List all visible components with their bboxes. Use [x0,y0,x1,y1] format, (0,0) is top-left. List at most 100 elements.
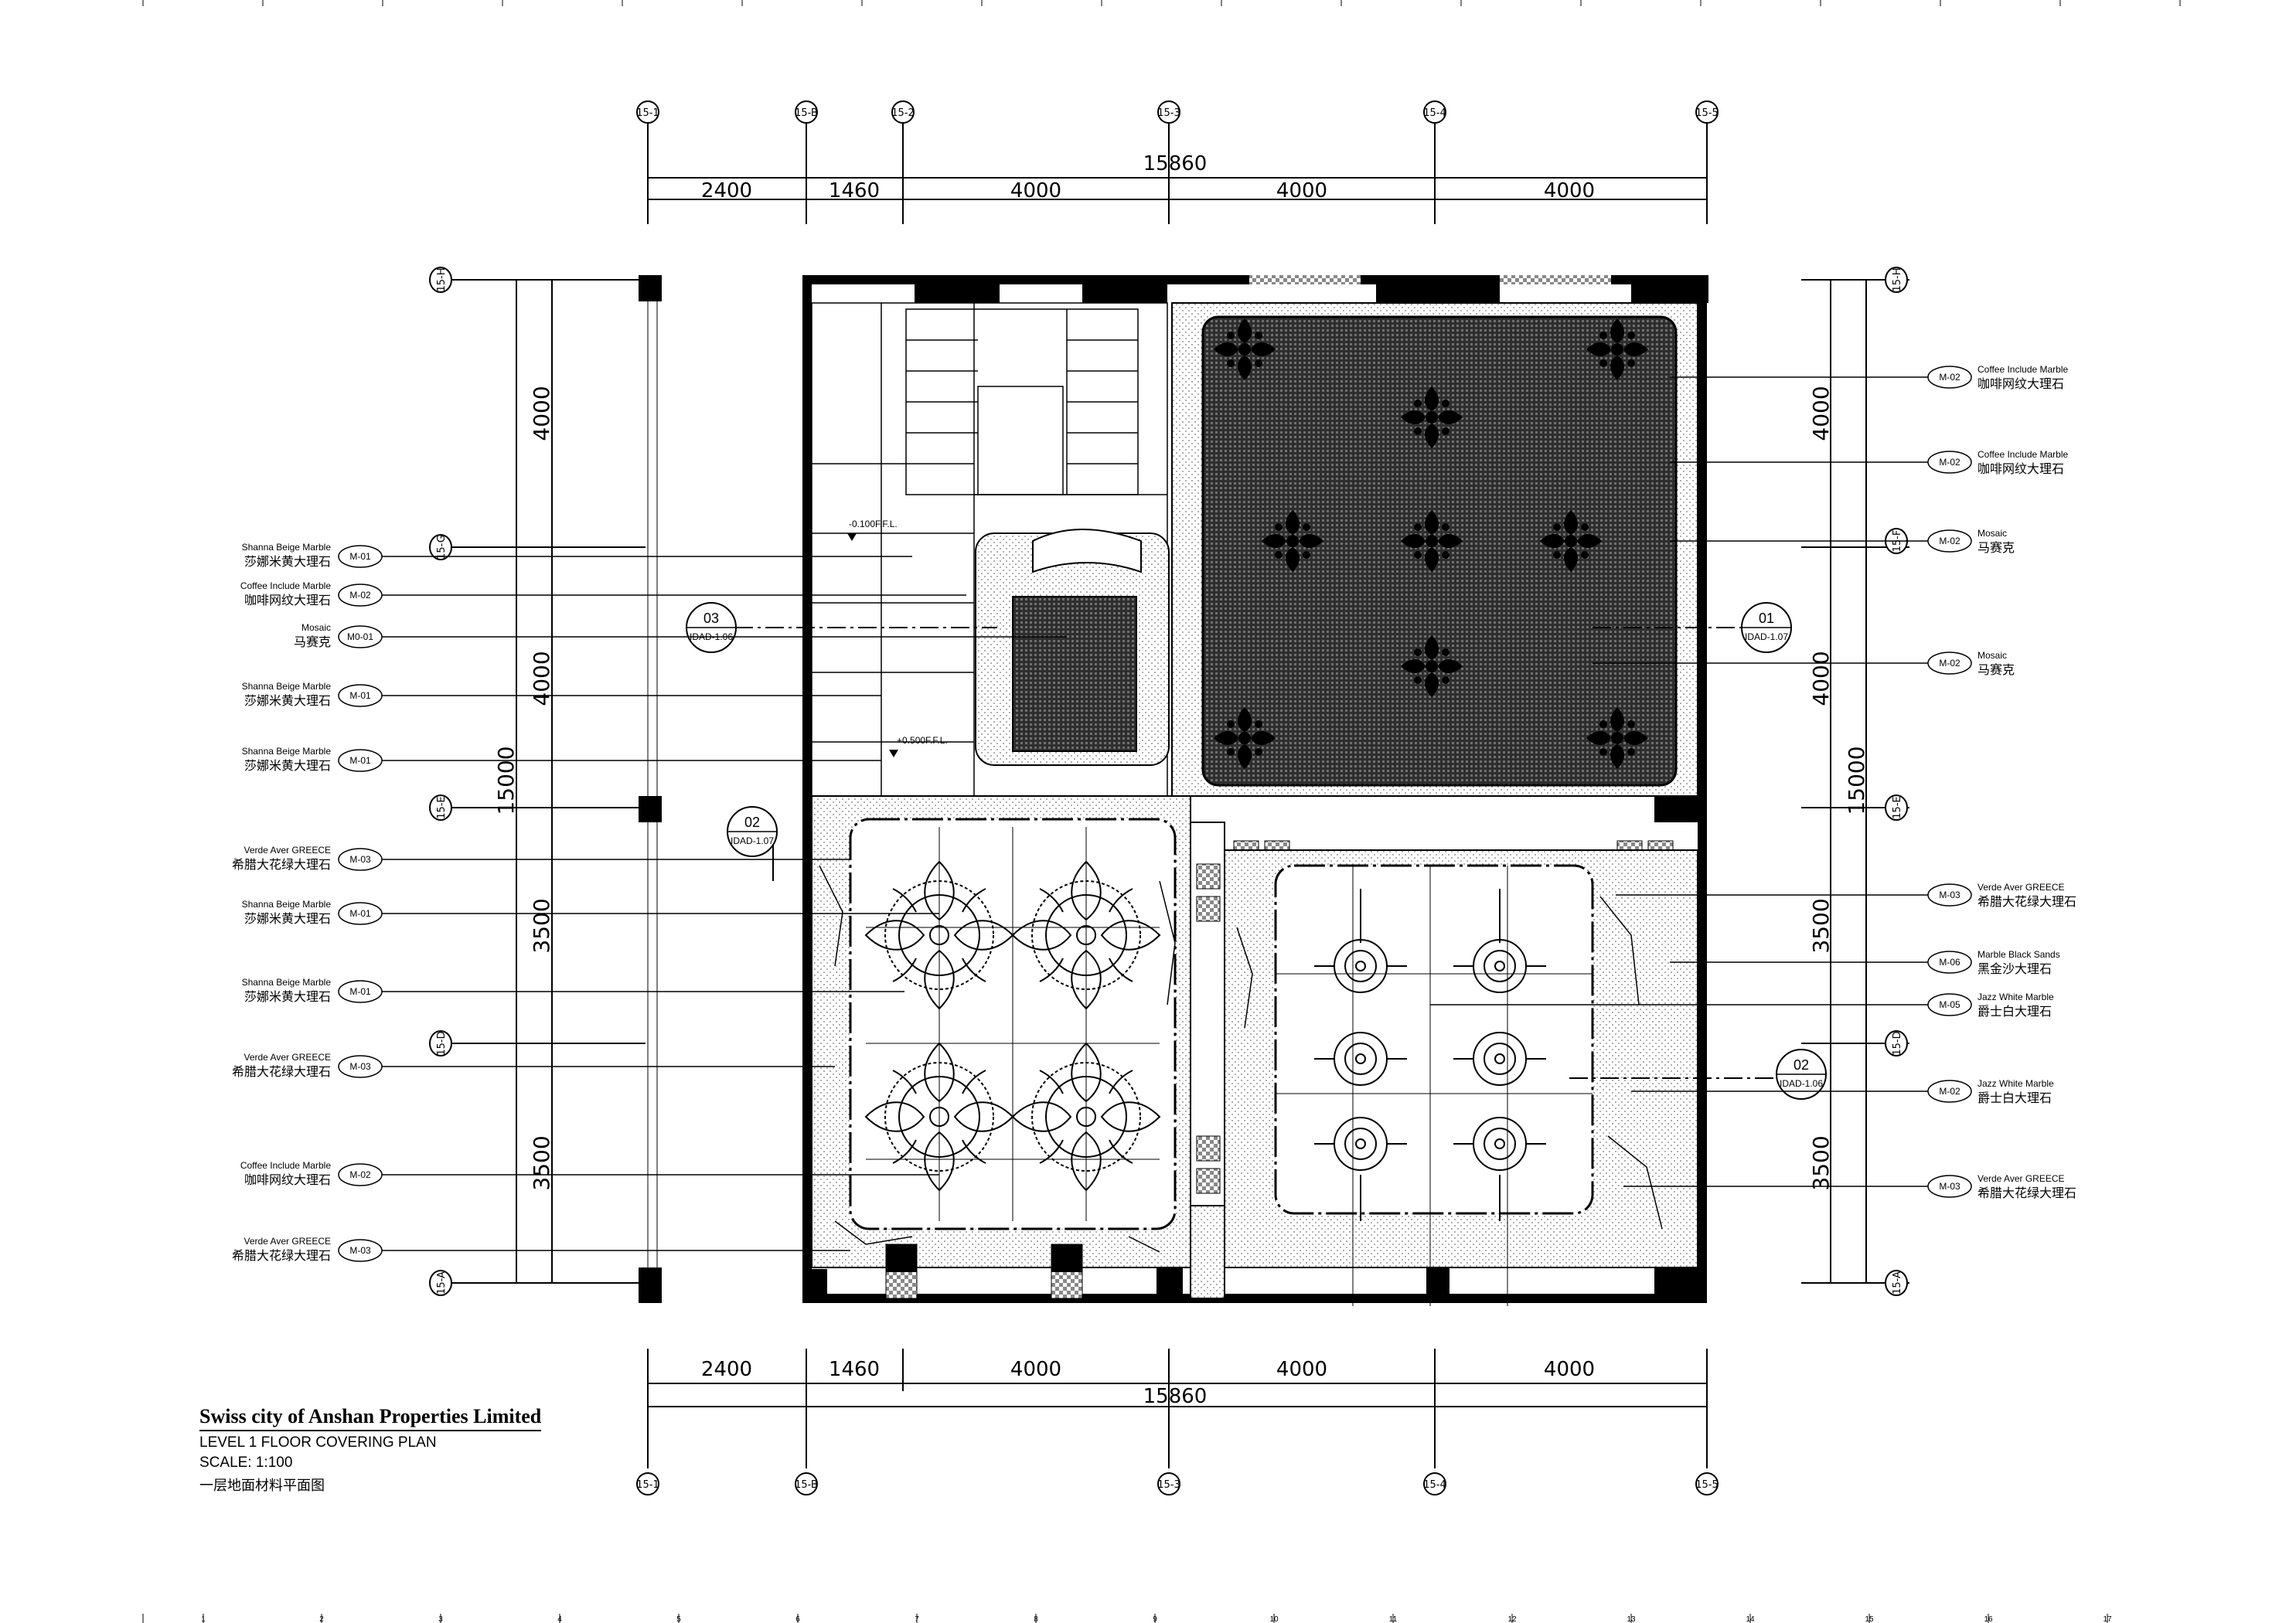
bottom-dim-5: 4000 [1544,1358,1595,1381]
bottom-ruler-labels: 1 2 3 4 5 6 7 8 9 10 11 12 13 14 15 16 1… [201,1615,2112,1623]
right-axis-label: 15-D [1892,1031,1903,1055]
bottom-axis-label: 15-B [795,1479,818,1491]
right-material-leaders [1430,376,1930,1187]
material-code: M-02 [349,1169,371,1180]
right-material-tags [1927,366,1972,1198]
ruler-label: 17 [2103,1615,2112,1623]
lobby-right [1224,849,1698,1306]
material-name: Coffee Include Marble [240,580,332,591]
plan-scale: SCALE: 1:100 [199,1455,293,1471]
material-name: Mosaic [301,622,331,633]
bottom-dim-1: 2400 [701,1358,752,1381]
right-axis-bubbles [1885,267,1908,1296]
right-material-list: M-02 Coffee Include Marble 咖啡网纹大理石 M-02 … [1939,364,2076,1200]
right-axis-label: 15-A [1892,1271,1903,1295]
material-name: Jazz White Marble [1977,1078,2054,1089]
material-name: Verde Aver GREECE [1977,882,2065,893]
top-axis-label: 15-2 [891,107,915,119]
top-edge-ticks [142,0,2181,6]
level-triangle-icon [847,533,857,541]
material-name-cn: 希腊大花绿大理石 [1977,894,2076,909]
left-material-list: M-01 Shanna Beige Marble 莎娜米黄大理石 M-02 Co… [232,542,373,1263]
material-code: M-05 [1939,999,1960,1010]
bottom-dim-2: 1460 [829,1358,880,1381]
material-code: M-01 [349,908,371,919]
bottom-dim-3: 4000 [1010,1358,1061,1381]
material-name: Jazz White Marble [1977,992,2054,1002]
material-name-cn: 马赛克 [1977,662,2015,677]
material-code: M-02 [1939,536,1960,546]
bottom-axis-label: 15-4 [1423,1479,1446,1491]
material-code: M-01 [349,986,371,997]
material-code: M-02 [1939,372,1960,383]
bottom-axis-label: 15-1 [636,1479,659,1491]
material-name-cn: 希腊大花绿大理石 [1977,1186,2076,1200]
material-name: Mosaic [1977,650,2007,661]
material-code: M-03 [349,1245,371,1256]
section-marker-02-left [727,806,778,881]
level-mark-lower: +0.500F.F.L. [897,735,948,746]
left-axis-bubbles [429,267,452,1296]
material-code: M-01 [349,551,371,562]
ruler-label: 12 [1507,1615,1517,1623]
ruler-label: 5 [676,1615,681,1623]
section-id: 03 [703,611,719,626]
material-name-cn: 莎娜米黄大理石 [244,758,331,773]
material-code: M-01 [349,755,371,766]
left-axis-label: 15-A [436,1271,448,1295]
material-name-cn: 咖啡网纹大理石 [244,593,331,607]
section-marker-02-right [1569,1049,1827,1100]
left-axis-label: 15-D [436,1031,448,1055]
section-marker-03 [686,602,997,653]
stair-hall [811,302,1168,797]
left-axis-label: 15-E [436,796,448,818]
bottom-axis-label: 15-3 [1157,1479,1180,1491]
bottom-dim-4: 4000 [1276,1358,1327,1381]
ruler-label: 10 [1269,1615,1279,1623]
material-name-cn: 希腊大花绿大理石 [232,1064,331,1079]
top-total-dimension: 15860 [1143,152,1208,175]
company-name: Swiss city of Anshan Properties Limited [199,1405,542,1431]
material-name-cn: 莎娜米黄大理石 [244,911,331,926]
material-name-cn: 希腊大花绿大理石 [232,1248,331,1263]
left-dim-1: 4000 [529,386,554,441]
material-name-cn: 爵士白大理石 [1977,1091,2052,1105]
material-code: M-03 [349,1061,371,1072]
material-name: Verde Aver GREECE [1977,1173,2065,1184]
ruler-label: 11 [1389,1615,1398,1623]
material-code: M-02 [349,590,371,601]
material-name-cn: 莎娜米黄大理石 [244,693,331,708]
ruler-label: 2 [319,1615,324,1623]
right-dim-1: 4000 [1808,386,1834,441]
material-name-cn: 马赛克 [1977,540,2015,555]
left-material-leaders [382,556,1067,1251]
right-axis-label: 15-E [1892,796,1903,818]
ruler-label: 13 [1627,1615,1636,1623]
left-axis-label: 15-G [436,535,448,560]
material-code: M-02 [1939,1086,1960,1097]
material-name: Verde Aver GREECE [244,845,332,856]
section-marker-01 [1593,602,1792,653]
plan-name: LEVEL 1 FLOOR COVERING PLAN [199,1434,437,1451]
top-dim-2: 1460 [829,179,880,202]
material-name-cn: 莎娜米黄大理石 [244,989,331,1004]
ruler-label: 14 [1746,1615,1755,1623]
ruler-label: 4 [557,1615,562,1623]
top-dim-5: 4000 [1544,179,1595,202]
material-name: Marble Black Sands [1977,949,2060,960]
lobby-left [811,795,1191,1299]
plan-name-cn: 一层地面材料平面图 [199,1478,325,1494]
bottom-dimension-chain [647,1349,1708,1468]
ruler-label: 9 [1153,1615,1157,1623]
material-name: Shanna Beige Marble [242,899,332,910]
material-name-cn: 莎娜米黄大理石 [244,554,331,569]
section-ref: IDAD-1.07 [731,835,774,846]
section-id: 02 [744,815,760,830]
material-name: Verde Aver GREECE [244,1052,332,1063]
left-dim-2: 4000 [529,651,554,706]
landing-ornament [1032,529,1142,573]
ruler-label: 15 [1865,1615,1874,1623]
bottom-axis-bubbles [636,1472,1719,1495]
ruler-label: 7 [915,1615,919,1623]
